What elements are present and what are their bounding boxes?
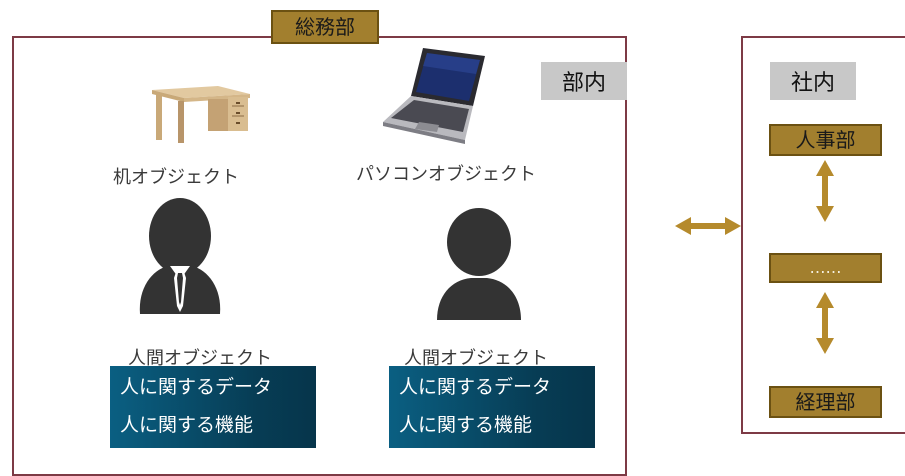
vertical-double-arrow-icon-2 xyxy=(816,292,834,354)
dept-scope-label: 部内 xyxy=(541,62,627,100)
company-scope-label: 社内 xyxy=(770,62,856,100)
company-frame xyxy=(741,36,905,434)
vertical-double-arrow-icon-1 xyxy=(816,160,834,222)
pc-object-label: パソコンオブジェクト xyxy=(356,164,536,185)
person-icon xyxy=(437,208,521,320)
human-data-text-2: 人に関するデータ xyxy=(399,376,552,398)
dept-box-accounting: 経理部 xyxy=(769,386,882,418)
desk-icon xyxy=(152,86,250,143)
company-scope-text: 社内 xyxy=(790,71,835,96)
dept-hr-text: 人事部 xyxy=(795,128,856,152)
department-name-text: 総務部 xyxy=(295,15,355,39)
person-with-tie-icon xyxy=(139,198,221,314)
human-object-label-1: 人間オブジェクト xyxy=(128,348,272,369)
dept-box-others: …… xyxy=(769,253,882,283)
dept-scope-text: 部内 xyxy=(561,71,606,96)
human-function-text-1: 人に関する機能 xyxy=(120,414,254,436)
human-data-text-1: 人に関するデータ xyxy=(120,376,273,398)
laptop-icon xyxy=(383,48,485,144)
dept-box-hr: 人事部 xyxy=(769,124,882,156)
dept-accounting-text: 経理部 xyxy=(795,390,856,414)
dept-others-text: …… xyxy=(809,258,842,277)
human-object-label-2: 人間オブジェクト xyxy=(404,348,548,369)
human-object-box-2: 人に関するデータ 人に関する機能 xyxy=(389,366,595,448)
department-name-label: 総務部 xyxy=(271,10,379,44)
desk-object-label: 机オブジェクト xyxy=(113,167,239,188)
human-function-text-2: 人に関する機能 xyxy=(399,414,533,436)
human-object-box-1: 人に関するデータ 人に関する機能 xyxy=(110,366,316,448)
horizontal-double-arrow-icon xyxy=(675,217,741,235)
